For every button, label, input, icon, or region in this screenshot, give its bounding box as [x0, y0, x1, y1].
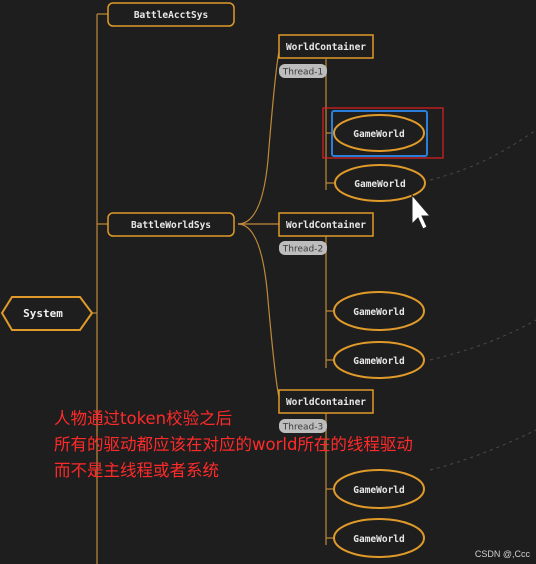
system-node[interactable]: System: [0, 296, 94, 331]
system-label: System: [23, 307, 63, 320]
battle-world-sys-label: BattleWorldSys: [131, 220, 211, 231]
annotation-line-3: 而不是主线程或者系统: [54, 461, 219, 480]
game-world-2-1-label: GameWorld: [353, 307, 405, 318]
edges: [92, 13, 336, 564]
annotation-text: 人物通过token校验之后 所有的驱动都应该在对应的world所在的线程驱动 而…: [54, 406, 413, 484]
battle-acct-sys-node[interactable]: BattleAcctSys: [107, 2, 235, 27]
game-world-3-2[interactable]: GameWorld: [333, 518, 425, 558]
thread-tag-2-label: Thread-2: [282, 245, 323, 255]
annotation-line-2: 所有的驱动都应该在对应的world所在的线程驱动: [54, 435, 413, 454]
world-container-2-label: WorldContainer: [286, 220, 366, 231]
world-container-1-label: WorldContainer: [286, 42, 366, 53]
game-world-1-2[interactable]: GameWorld: [334, 164, 426, 202]
thread-tag-1-label: Thread-1: [282, 68, 323, 78]
annotation-line-1: 人物通过token校验之后: [54, 409, 233, 428]
battle-acct-sys-label: BattleAcctSys: [134, 10, 208, 21]
game-world-3-2-label: GameWorld: [353, 534, 405, 545]
watermark: CSDN @,Ccc: [474, 549, 530, 559]
faint-dashed-curves: [429, 129, 536, 471]
thread-tag-1: Thread-1: [279, 64, 327, 78]
world-container-3[interactable]: WorldContainer: [278, 389, 374, 414]
game-world-1-2-label: GameWorld: [354, 179, 406, 190]
thread-tag-2: Thread-2: [279, 241, 327, 255]
game-world-1-1[interactable]: GameWorld: [333, 114, 425, 152]
game-world-3-1-label: GameWorld: [353, 485, 405, 496]
highlight-red-box: [322, 107, 444, 159]
thread-tag-3: Thread-3: [279, 419, 327, 433]
game-world-2-2-label: GameWorld: [353, 356, 405, 367]
world-container-3-label: WorldContainer: [286, 397, 366, 408]
battle-world-sys-node[interactable]: BattleWorldSys: [107, 212, 235, 237]
mouse-cursor-icon: [411, 193, 432, 230]
thread-tag-3-label: Thread-3: [282, 423, 323, 433]
game-world-1-1-label: GameWorld: [353, 129, 405, 140]
game-world-2-2[interactable]: GameWorld: [333, 341, 425, 379]
world-container-1[interactable]: WorldContainer: [278, 34, 374, 59]
game-world-3-1[interactable]: GameWorld: [333, 469, 425, 509]
world-container-2[interactable]: WorldContainer: [278, 212, 374, 237]
selection-blue-box: [331, 110, 428, 157]
game-world-2-1[interactable]: GameWorld: [333, 291, 425, 331]
